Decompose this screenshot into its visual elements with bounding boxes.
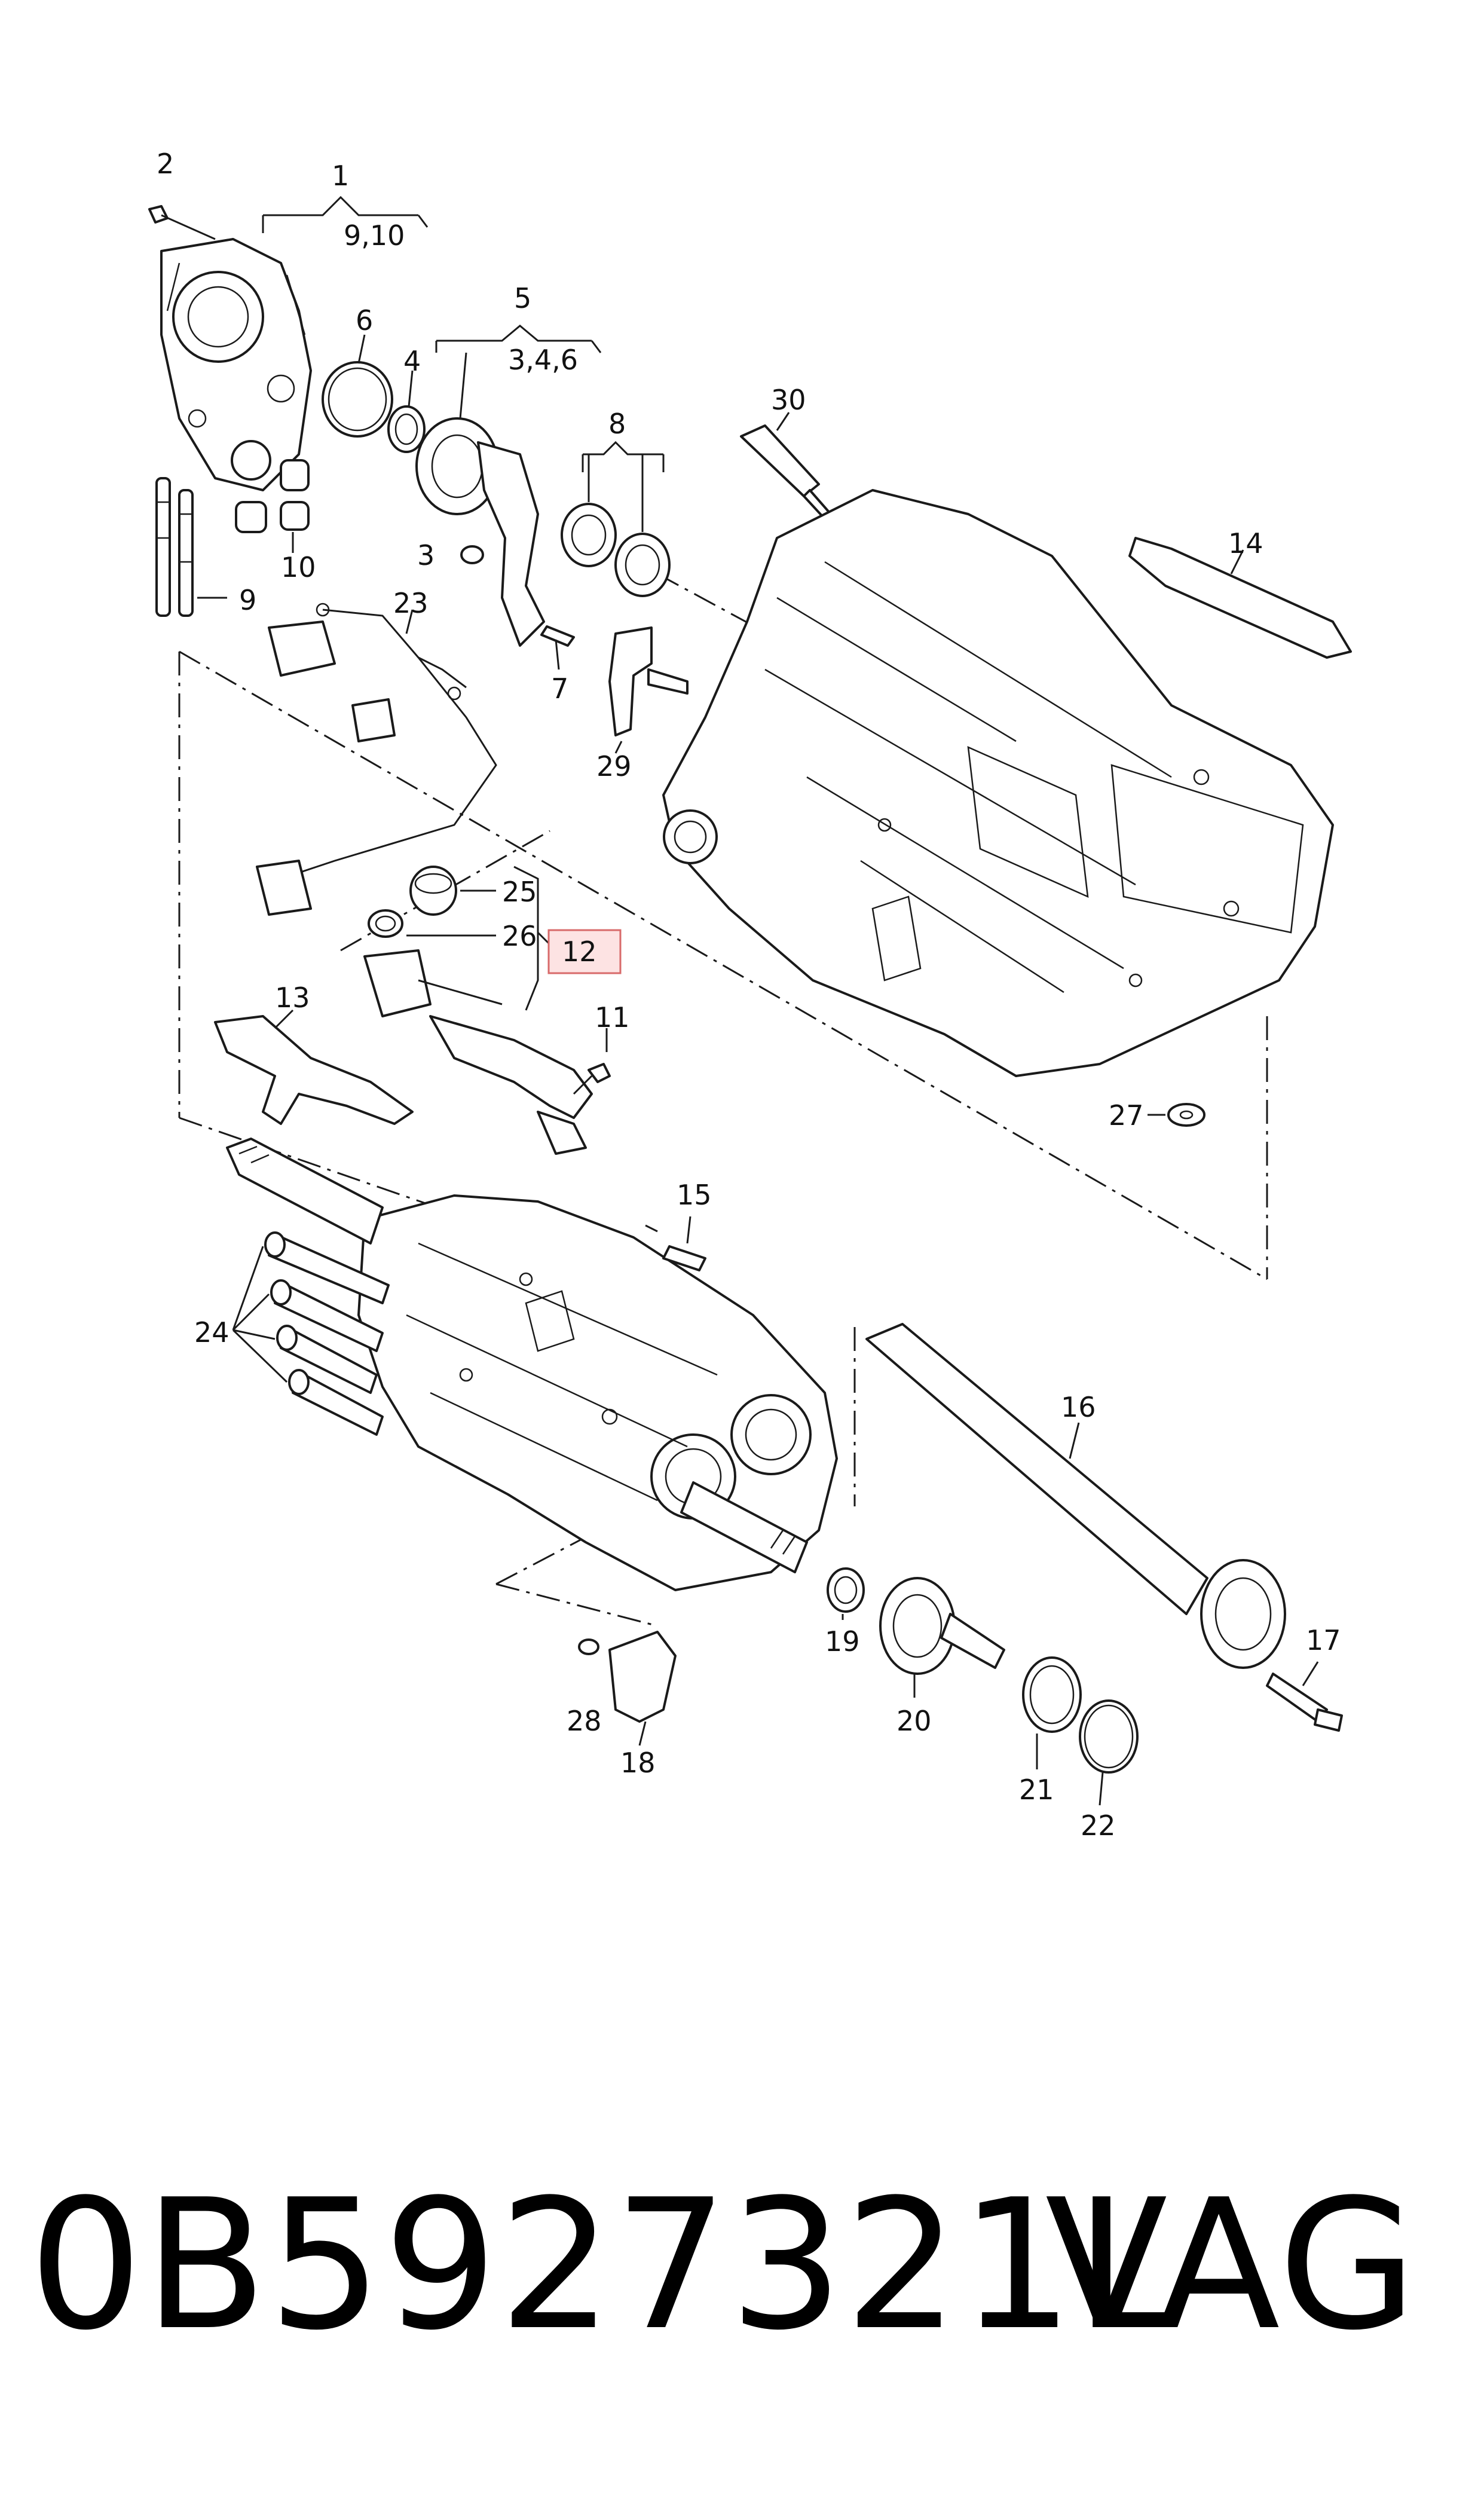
callout-3: 3 [417,539,435,571]
callout-22: 22 [1081,1809,1116,1842]
washer-27 [1148,1103,1205,1127]
seal-26 [368,909,496,938]
callout-30: 30 [771,384,806,416]
callout-17: 17 [1306,1624,1341,1656]
callout-1: 1 [332,160,349,192]
callout-6: 6 [356,304,373,337]
part-number-label: 0B5927321L [29,2161,1176,2370]
bolt-2 [148,205,216,240]
sleeves-part-10 [235,459,310,553]
callout-20: 20 [896,1705,932,1737]
ring-21 [1022,1656,1082,1769]
callout-10: 10 [281,551,316,583]
callout-28: 28 [567,1705,602,1737]
wiring-harness-23 [256,603,497,916]
input-shaft [226,1138,384,1245]
callout-23: 23 [393,587,429,619]
bolt-15 [662,1216,706,1271]
bolt-17 [1266,1661,1343,1732]
transmission-housing-upper [662,489,1334,1077]
guide-pins-part [155,477,227,617]
callout-21: 21 [1019,1774,1054,1806]
callout-12: 12 [562,936,597,968]
callout-19: 19 [825,1625,860,1658]
o-ring-6 [322,334,393,438]
cover-18 [578,1631,677,1746]
bracket-13 [214,1009,414,1125]
callout-5-sub: 3,4,6 [508,344,578,376]
bolt-7 [540,625,575,670]
bearings-8 [561,454,671,597]
callout-8: 8 [608,408,626,440]
shaft-16 [865,1323,1286,1669]
callout-13: 13 [275,982,310,1014]
ring-4 [387,370,426,453]
sensor-25 [409,866,496,916]
callout-25: 25 [502,876,537,908]
callout-26: 26 [502,920,537,952]
callout-1-sub: 9,10 [344,219,405,252]
shaft-lower [680,1481,808,1573]
o-ring-3 [460,545,484,564]
callout-15: 15 [677,1179,712,1211]
highlight-box-12 [547,929,622,974]
bracket-29 [608,626,689,754]
brand-label: VAG [1045,2161,1418,2370]
shafts-24 [232,1231,390,1436]
callout-5: 5 [514,282,531,314]
sealant-tube-30 [740,412,832,520]
callout-27: 27 [1109,1099,1144,1132]
callout-9: 9 [239,584,256,616]
group-brackets [262,195,665,472]
callout-11: 11 [595,1001,630,1034]
shaft-seal-5 [415,352,545,647]
bearing-19 [827,1567,865,1620]
bolt-11 [573,1028,611,1095]
callout-4: 4 [403,345,421,377]
selector-rail-14 [1128,537,1352,659]
callout-18: 18 [620,1747,656,1779]
callout-labels: 1 9,10 2 3 4 5 3,4,6 6 7 8 9 10 11 12 13… [157,148,1341,1842]
callout-7: 7 [551,672,568,705]
sensor-module-part [363,949,593,1155]
housing-cover-part [160,238,312,491]
callout-24: 24 [194,1316,230,1349]
callout-14: 14 [1228,527,1263,560]
gear-20 [879,1577,1005,1698]
callout-29: 29 [596,750,632,782]
callout-2: 2 [157,148,174,180]
callout-16: 16 [1061,1391,1096,1423]
o-ring-22 [1079,1699,1139,1806]
